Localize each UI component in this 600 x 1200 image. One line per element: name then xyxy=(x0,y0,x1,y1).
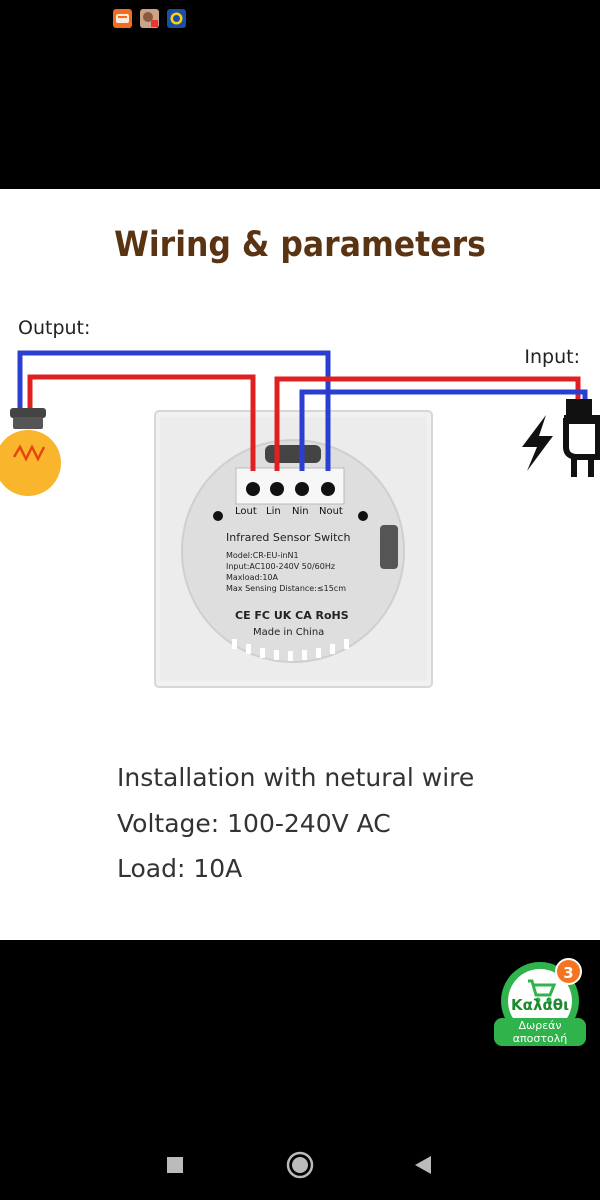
output-label: Output: xyxy=(18,317,91,339)
cart-count-badge: 3 xyxy=(555,958,582,985)
wire-output-neutral xyxy=(17,350,331,471)
lightning-icon xyxy=(522,415,553,471)
recents-button[interactable] xyxy=(160,1150,190,1180)
cart-label: Καλάθι xyxy=(511,996,569,1014)
terminal-screw-lin xyxy=(270,482,284,496)
param-load: Load: 10A xyxy=(117,854,243,883)
switch-input-spec: Input:AC100-240V 50/60Hz xyxy=(226,562,336,571)
system-navigation-bar xyxy=(0,1130,600,1200)
cart-icon xyxy=(528,979,557,1003)
deals-app-icon xyxy=(167,9,186,28)
cert-marks: CE FC UK CA RoHS xyxy=(235,609,349,622)
terminal-label-lin: Lin xyxy=(266,506,281,517)
back-icon xyxy=(415,1156,431,1174)
param-voltage: Voltage: 100-240V AC xyxy=(117,809,391,838)
photo-app-icon xyxy=(140,9,159,28)
home-button[interactable] xyxy=(285,1150,315,1180)
module-notches xyxy=(232,639,349,661)
wiring-diagram xyxy=(0,350,600,688)
switch-name: Infrared Sensor Switch xyxy=(226,531,351,544)
shopping-app-icon xyxy=(113,9,132,28)
mount-hole-left xyxy=(213,511,223,521)
terminal-label-lout: Lout xyxy=(235,506,257,517)
switch-model: Model:CR-EU-inN1 xyxy=(226,551,299,560)
side-clip-right xyxy=(380,525,398,569)
terminal-label-nin: Nin xyxy=(292,506,309,517)
terminal-label-nout: Nout xyxy=(319,506,343,517)
wire-input-live xyxy=(274,376,581,471)
free-shipping-badge[interactable]: Δωρεάν αποστολή xyxy=(494,1018,586,1046)
wire-output-live xyxy=(27,374,256,471)
free-shipping-line2: αποστολή xyxy=(512,1032,568,1045)
home-icon xyxy=(286,1151,314,1179)
free-shipping-line1: Δωρεάν xyxy=(518,1019,562,1032)
plug-icon xyxy=(563,399,600,477)
mount-hole-right xyxy=(358,511,368,521)
product-image[interactable]: Wiring & parameters Output: Input: Lout … xyxy=(0,189,600,940)
terminal-screw-lout xyxy=(246,482,260,496)
made-in-label: Made in China xyxy=(253,627,325,638)
terminal-screw-nin xyxy=(295,482,309,496)
terminal-screw-nout xyxy=(321,482,335,496)
top-clip xyxy=(265,445,321,463)
switch-max-sensing: Max Sensing Distance:≤15cm xyxy=(226,584,346,593)
back-button[interactable] xyxy=(407,1150,437,1180)
param-installation: Installation with netural wire xyxy=(117,763,475,792)
input-label: Input: xyxy=(524,346,580,368)
image-title: Wiring & parameters xyxy=(114,225,486,265)
recents-icon xyxy=(167,1157,183,1173)
status-bar-notifications xyxy=(113,9,186,28)
switch-maxload: Maxload:10A xyxy=(226,573,278,582)
bulb-icon xyxy=(0,408,61,496)
